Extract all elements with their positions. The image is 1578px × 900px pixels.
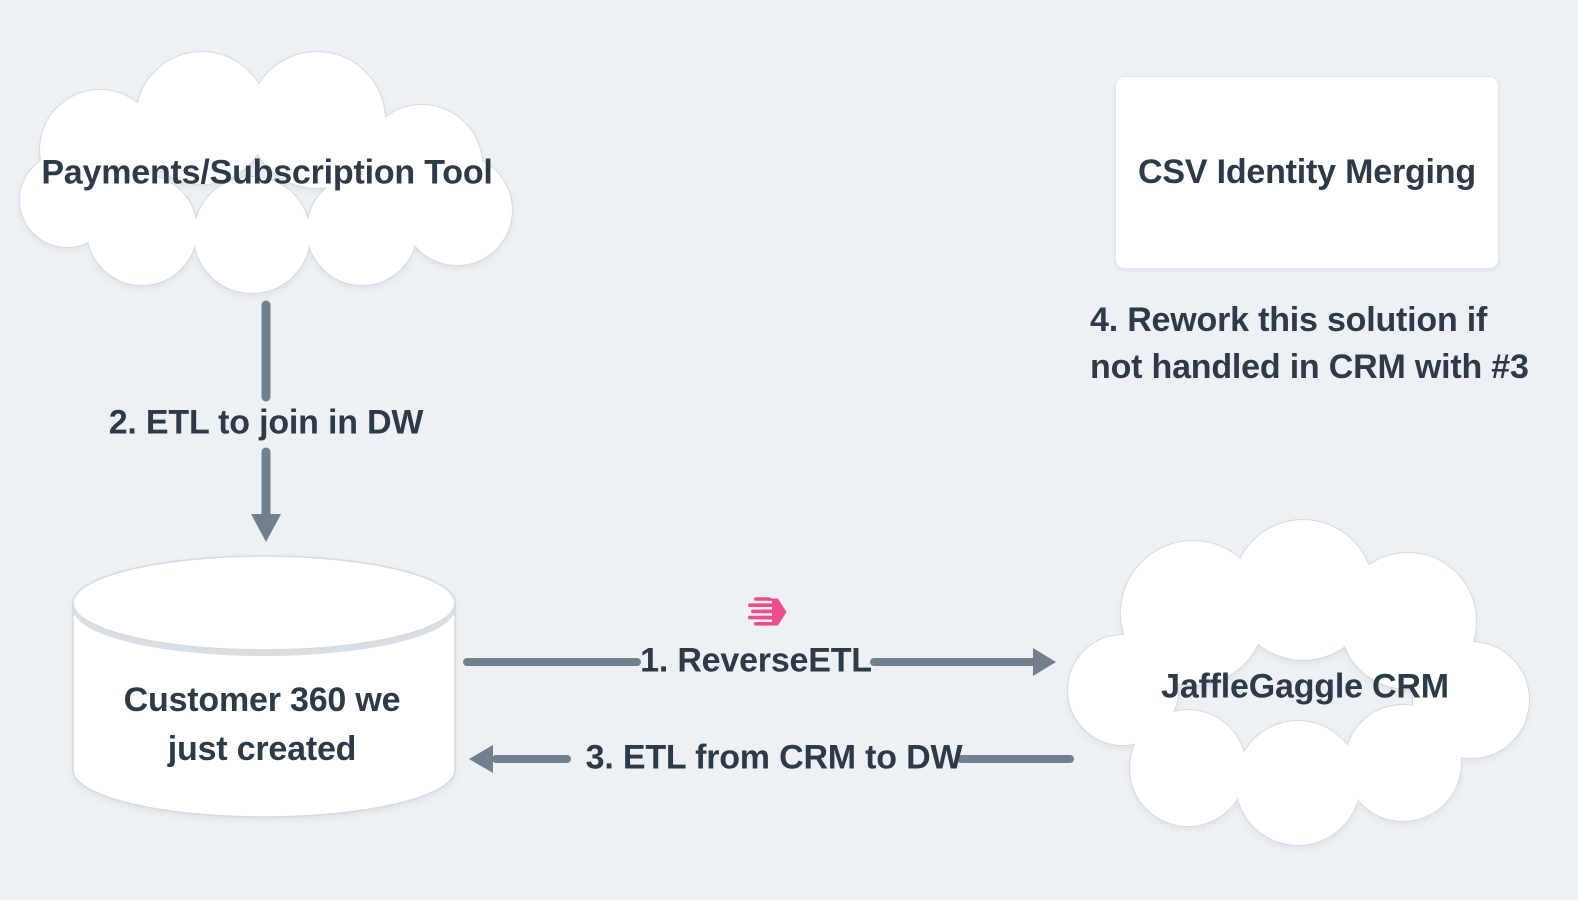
rework-note-line2: not handled in CRM with #3 — [1090, 348, 1529, 386]
csv-identity-box: CSV Identity Merging — [1115, 76, 1499, 269]
payments-cloud-shape — [19, 51, 513, 294]
reverse-etl-label: 1. ReverseETL — [640, 641, 872, 680]
crm-cloud-shape — [1067, 519, 1530, 846]
etl-join-label: 2. ETL to join in DW — [108, 403, 424, 442]
warehouse-label-line2: just created — [167, 730, 357, 768]
payments-cloud-label: Payments/Subscription Tool — [41, 153, 493, 192]
warehouse-cylinder-label: Customer 360 we just created — [124, 676, 401, 774]
rework-note-line1: 4. Rework this solution if — [1090, 301, 1488, 339]
rework-note: 4. Rework this solution if not handled i… — [1090, 297, 1529, 391]
warehouse-cylinder-shape — [72, 555, 456, 818]
census-speed-hexagon-icon — [745, 597, 787, 626]
crm-cloud-label: JaffleGaggle CRM — [1161, 667, 1449, 706]
etl-from-crm-label: 3. ETL from CRM to DW — [585, 738, 963, 777]
csv-identity-label: CSV Identity Merging — [1138, 153, 1476, 191]
warehouse-label-line1: Customer 360 we — [123, 681, 401, 719]
